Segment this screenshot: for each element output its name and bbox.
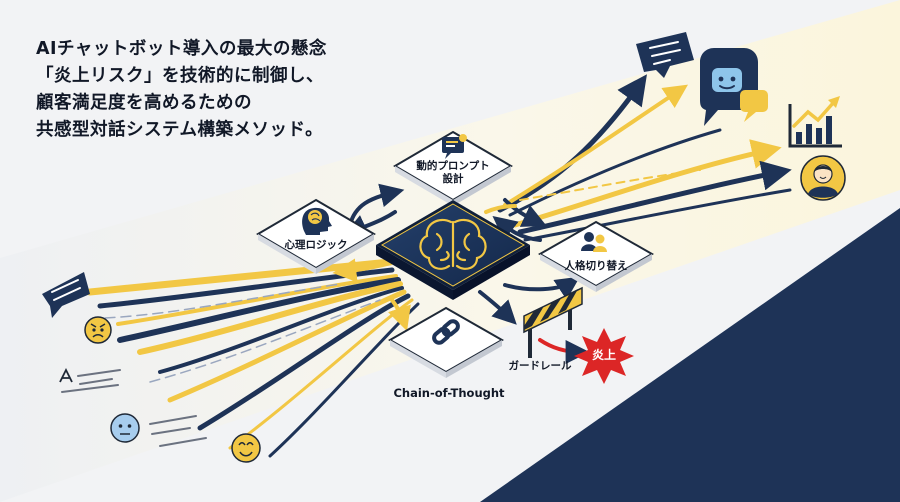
node-psych-label: 心理ロジック (284, 239, 348, 251)
headline-line-2: 「炎上リスク」を技術的に制御し、 (36, 66, 324, 86)
headline-line-4: 共感型対話システム構築メソッド。 (36, 120, 324, 140)
headline: AIチャットボット導入の最大の懸念 「炎上リスク」を技術的に制御し、 顧客満足度… (36, 36, 327, 144)
explosion-icon (574, 328, 634, 384)
text-icon (59, 367, 121, 393)
chat-bubble-top-icon (636, 32, 694, 78)
node-persona-label: 人格切り替え (564, 260, 628, 272)
head-brain-icon (302, 207, 332, 235)
node-prompt-card (393, 130, 513, 206)
smiling-user-icon (800, 155, 846, 201)
navy-corner (480, 208, 900, 502)
growth-chart-icon (788, 96, 842, 148)
neutral-face-icon (110, 413, 140, 443)
node-prompt-label: 動的プロンプト 設計 (416, 160, 490, 185)
headline-line-1: AIチャットボット導入の最大の懸念 (36, 39, 327, 59)
barrier-icon (523, 286, 583, 358)
node-cot-label: Chain-of-Thought (393, 386, 505, 400)
doc-bubble-icon (42, 272, 90, 318)
flame-label: 炎上 (591, 348, 616, 362)
connectors (343, 183, 590, 364)
decorative-dashes (149, 415, 207, 447)
node-persona-card (537, 220, 655, 292)
headline-line-3: 顧客満足度を高めるための (36, 93, 252, 113)
brain-icon (419, 218, 487, 270)
speech-bubbles-icon (700, 48, 768, 126)
angry-face-icon (84, 316, 112, 344)
chat-bubble-icon (442, 134, 467, 159)
guardrail-label: ガードレール (508, 360, 572, 372)
happy-face-icon (231, 433, 261, 463)
chain-link-icon (432, 319, 460, 345)
persons-icon (581, 232, 607, 252)
output-flows (497, 74, 792, 242)
